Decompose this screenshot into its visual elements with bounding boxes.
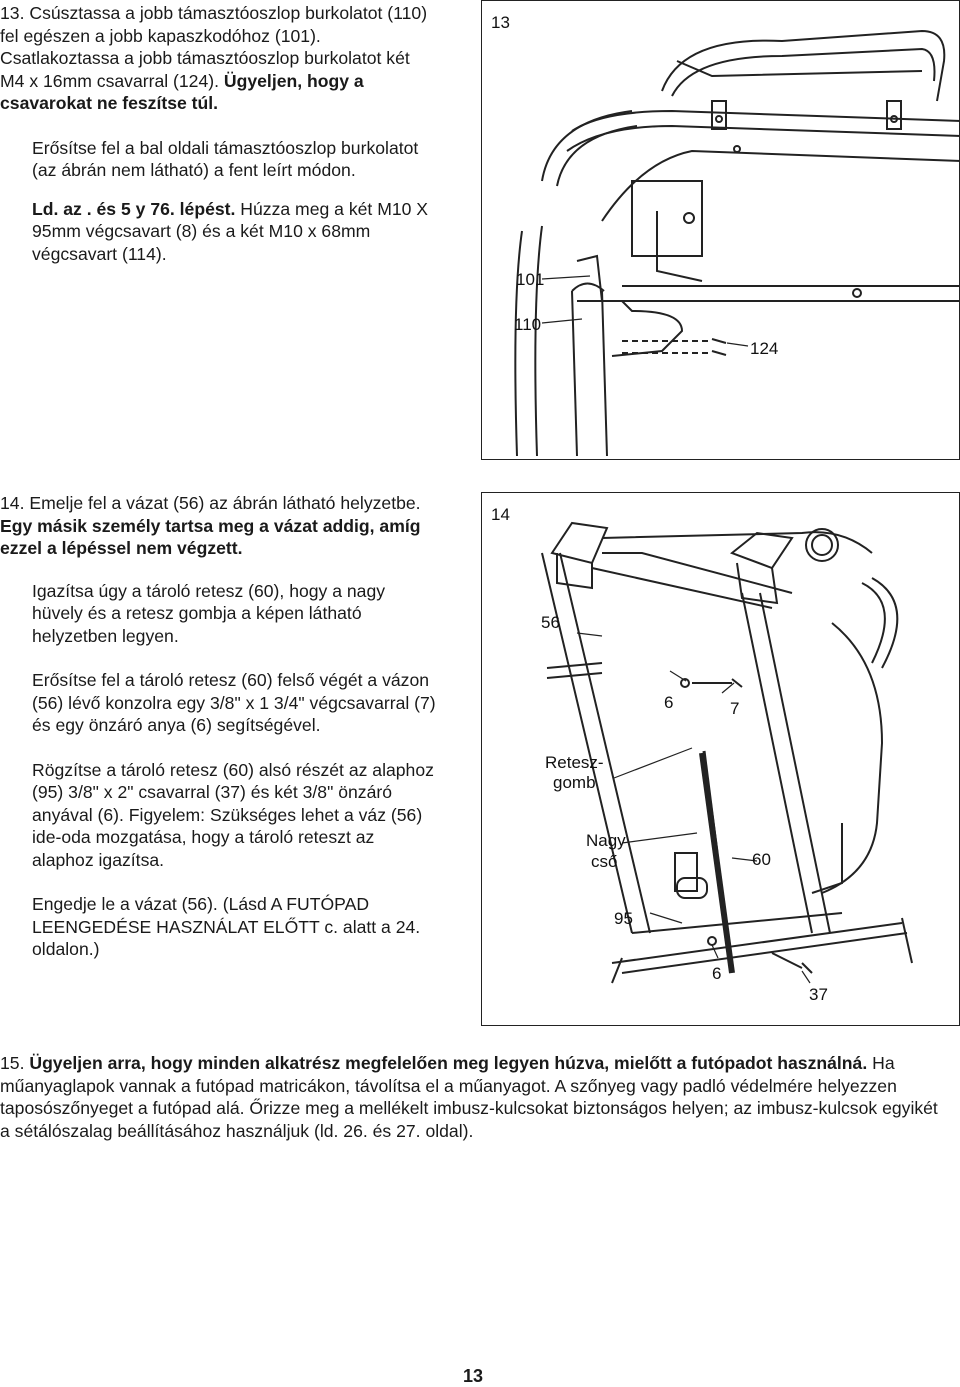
step-14-paragraph-1: 14. Emelje fel a vázat (56) az ábrán lát… (0, 492, 438, 560)
step-14-paragraph-2: Igazítsa úgy a tároló retesz (60), hogy … (32, 580, 386, 646)
step-15-paragraph: 15. Ügyeljen arra, hogy minden alkatrész… (0, 1052, 950, 1142)
step-13-warning: Ügyeljen, hogy a csavarokat ne feszítse … (0, 70, 364, 114)
label-retesz-gomb-2: gomb (553, 773, 596, 792)
label-6-bottom: 6 (712, 964, 722, 983)
step-15-warning: Ügyeljen arra, hogy minden alkatrész meg… (29, 1053, 868, 1073)
step-13-paragraph-3: Ld. az . és 5 y 76. lépést. Húzza meg a … (0, 198, 438, 266)
figure-13-drawing (514, 29, 960, 457)
step-15-number: 15. (0, 1053, 25, 1073)
figure-13-number: 13 (491, 13, 510, 32)
step-13-text: 13. Csúsztassa a jobb támasztóoszlop bur… (0, 2, 438, 265)
figure-13: 13 101 110 124 (481, 0, 960, 460)
step-13-paragraph-2: Erősítse fel a bal oldali támasztóoszlop… (32, 137, 419, 181)
page-number: 13 (463, 1366, 484, 1386)
label-60: 60 (752, 850, 771, 869)
label-110: 110 (514, 315, 542, 334)
step-13-reference: Ld. az . és 5 y 76. lépést. (32, 198, 236, 219)
label-37: 37 (809, 985, 828, 1004)
step-14-warning: Egy másik személy tartsa meg a vázat add… (0, 515, 421, 559)
figure-14: 14 56 6 7 Retesz- gomb Nagy cső 60 95 6 … (481, 492, 960, 1026)
label-101: 101 (516, 270, 545, 289)
label-124: 124 (750, 339, 779, 358)
step-13-paragraph-1: 13. Csúsztassa a jobb támasztóoszlop bur… (0, 2, 438, 115)
step-14-text-a: Emelje fel a vázat (56) az ábrán látható… (29, 493, 421, 513)
step-13-text-a: Csúsztassa a jobb támasztóoszlop burkola… (0, 3, 428, 91)
step-14-number: 14. (0, 493, 25, 513)
label-nagy-cso-1: Nagy (586, 831, 626, 850)
label-retesz-gomb-1: Retesz- (545, 753, 604, 772)
step-14-paragraph-4: Rögzítse a tároló retesz (60) alsó részé… (32, 759, 434, 870)
step-15-text: 15. Ügyeljen arra, hogy minden alkatrész… (0, 1052, 950, 1142)
label-95: 95 (614, 909, 633, 928)
step-14-paragraph-3: Erősítse fel a tároló retesz (60) felső … (32, 670, 436, 735)
step-13-text-c: Húzza meg a két M10 X 95mm végcsavart (8… (32, 198, 429, 264)
label-56: 56 (541, 613, 560, 632)
step-14-paragraph-5: Engedje le a vázat (56). (Lásd A FUTÓPAD… (32, 894, 421, 959)
figure-14-number: 14 (491, 505, 510, 524)
label-nagy-cso-2: cső (591, 852, 618, 871)
step-14-text: 14. Emelje fel a vázat (56) az ábrán lát… (0, 492, 438, 961)
figure-14-drawing (541, 521, 913, 984)
step-13-number: 13. (0, 3, 25, 23)
label-7: 7 (730, 699, 740, 718)
label-6-top: 6 (664, 693, 674, 712)
step-15-text: Ha műanyaglapok vannak a futópad matricá… (0, 1053, 938, 1141)
